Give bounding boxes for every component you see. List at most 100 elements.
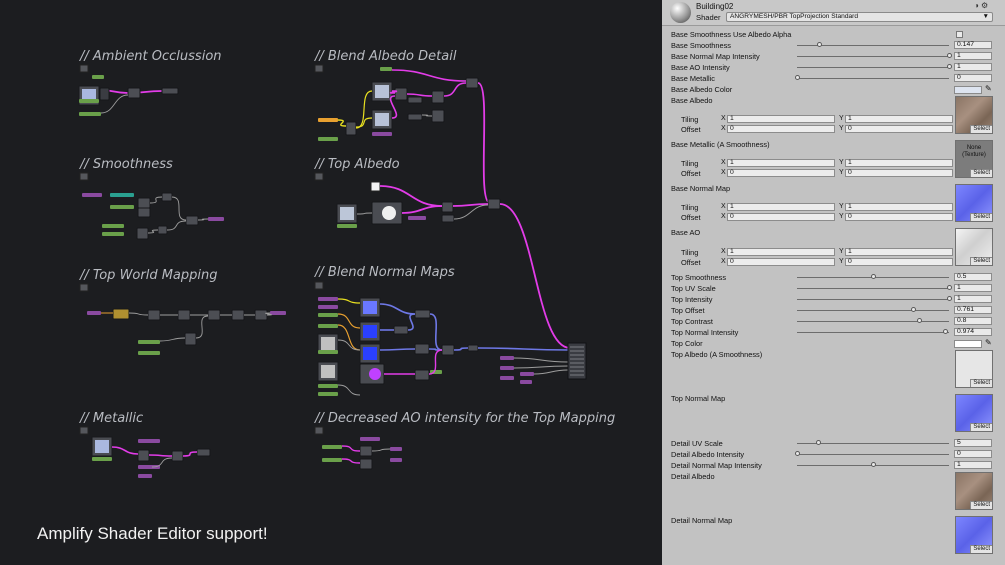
mul-node[interactable] — [254, 309, 268, 321]
master-port[interactable] — [570, 370, 584, 372]
slider-track-top_contrast[interactable] — [797, 321, 949, 322]
base-normal-tiling-y-field[interactable]: 1 — [845, 203, 953, 211]
property-node[interactable] — [520, 380, 532, 384]
property-node[interactable] — [408, 216, 426, 220]
comment-metallic[interactable]: // Metallic — [80, 411, 144, 426]
base-normal-offset-x-field[interactable]: 0 — [727, 213, 835, 221]
texture-slot-base_albedo[interactable]: Select — [955, 96, 993, 134]
slider-track-base_metallic[interactable] — [797, 78, 949, 79]
eyedropper-icon[interactable]: ✎ — [985, 338, 992, 347]
slider-track-top_intensity[interactable] — [797, 299, 949, 300]
comment-toggle-7[interactable] — [314, 426, 324, 435]
output-node[interactable] — [161, 87, 179, 95]
value-field-top_uv_scale[interactable]: 1 — [954, 284, 992, 292]
select-texture-button[interactable]: Select — [970, 213, 992, 221]
property-node[interactable] — [110, 205, 134, 209]
uv-node[interactable] — [318, 118, 338, 122]
comment-blend-albedo-detail[interactable]: // Blend Albedo Detail — [315, 49, 457, 64]
mul-node[interactable] — [137, 449, 150, 462]
property-node[interactable] — [500, 366, 514, 370]
slider-track-base_normal_intensity[interactable] — [797, 56, 949, 57]
property-node[interactable] — [270, 311, 286, 315]
master-output-node[interactable] — [567, 342, 587, 380]
texture-sampler-node-preview[interactable] — [375, 85, 389, 98]
slider-knob-top_smoothness[interactable] — [871, 274, 876, 279]
base-albedo-offset-x-field[interactable]: 0 — [727, 125, 835, 133]
select-texture-button[interactable]: Select — [970, 125, 992, 133]
property-node[interactable] — [322, 458, 342, 462]
lerp-node[interactable] — [137, 197, 151, 209]
top-color-node[interactable] — [370, 181, 381, 192]
slider-knob-detail_normal_intensity[interactable] — [871, 462, 876, 467]
select-texture-button[interactable]: Select — [970, 501, 992, 509]
property-node[interactable] — [92, 75, 104, 79]
node-graph-canvas[interactable]: // Ambient Occlussion // Blend Albedo De… — [0, 0, 662, 565]
property-node[interactable] — [138, 474, 152, 478]
mul-node[interactable] — [407, 96, 423, 104]
base-metallic-tiling-y-field[interactable]: 1 — [845, 159, 953, 167]
mul-node[interactable] — [137, 207, 151, 218]
base-albedo-tiling-x-field[interactable]: 1 — [727, 115, 835, 123]
comment-toggle-0[interactable] — [79, 64, 89, 73]
master-port[interactable] — [570, 354, 584, 356]
base-metallic-offset-x-field[interactable]: 0 — [727, 169, 835, 177]
slider-track-detail_uv_scale[interactable] — [797, 443, 949, 444]
select-texture-button[interactable]: Select — [970, 423, 992, 431]
lerp-node[interactable] — [441, 201, 454, 213]
checkbox-base-smoothness-alpha[interactable] — [956, 31, 963, 38]
property-node[interactable] — [318, 384, 338, 388]
base-normal-offset-y-field[interactable]: 0 — [845, 213, 953, 221]
property-node[interactable] — [79, 99, 99, 103]
comment-smoothness[interactable]: // Smoothness — [80, 157, 173, 172]
world-mapping-preview[interactable] — [382, 206, 396, 220]
property-node[interactable] — [138, 351, 160, 355]
value-field-base_normal_intensity[interactable]: 1 — [954, 52, 992, 60]
lerp-node[interactable] — [487, 198, 501, 210]
texture-sampler-node-preview[interactable] — [363, 301, 377, 314]
lerp-node[interactable] — [359, 458, 373, 470]
mul-node[interactable] — [177, 309, 191, 321]
slider-knob-top_uv_scale[interactable] — [947, 285, 952, 290]
uv-node[interactable] — [112, 308, 130, 320]
comment-ambient-occlussion[interactable]: // Ambient Occlussion — [80, 49, 222, 64]
property-node[interactable] — [380, 67, 392, 71]
select-texture-button[interactable]: Select — [970, 545, 992, 553]
property-node[interactable] — [138, 465, 160, 469]
mul-node[interactable] — [184, 332, 197, 346]
texture-slot-base_normal[interactable]: Select — [955, 184, 993, 222]
comment-toggle-5[interactable] — [314, 281, 324, 290]
mul-node[interactable] — [157, 225, 168, 235]
slider-knob-top_intensity[interactable] — [947, 296, 952, 301]
master-port[interactable] — [570, 366, 584, 368]
property-node[interactable] — [102, 232, 124, 236]
property-node[interactable] — [337, 224, 357, 228]
base-albedo-offset-y-field[interactable]: 0 — [845, 125, 953, 133]
texture-sampler-node-preview[interactable] — [363, 325, 377, 338]
texture-sampler-node-preview[interactable] — [363, 347, 377, 360]
select-texture-button[interactable]: Select — [970, 257, 992, 265]
property-node[interactable] — [208, 217, 224, 221]
property-node[interactable] — [318, 313, 338, 317]
mul-node[interactable] — [359, 445, 373, 457]
normal-preview[interactable] — [369, 368, 381, 380]
property-node[interactable] — [360, 437, 380, 441]
property-node[interactable] — [390, 447, 402, 451]
slider-knob-detail_albedo_intensity[interactable] — [795, 451, 800, 456]
mul-node[interactable] — [407, 113, 423, 121]
comment-toggle-6[interactable] — [79, 426, 89, 435]
property-node[interactable] — [110, 193, 134, 197]
property-node[interactable] — [322, 445, 342, 449]
value-field-top_normal_intensity[interactable]: 0.974 — [954, 328, 992, 336]
comment-toggle-2[interactable] — [79, 172, 89, 181]
property-node[interactable] — [318, 305, 338, 309]
slider-track-base_smoothness[interactable] — [797, 45, 949, 46]
property-node[interactable] — [500, 356, 514, 360]
comment-top-world-mapping[interactable]: // Top World Mapping — [80, 268, 218, 283]
texture-sampler-node-preview[interactable] — [321, 365, 335, 378]
master-port[interactable] — [570, 358, 584, 360]
output-node[interactable] — [196, 448, 211, 457]
master-port[interactable] — [570, 346, 584, 348]
slider-knob-top_offset[interactable] — [910, 307, 916, 312]
slider-knob-base_metallic[interactable] — [795, 75, 800, 80]
base-ao-tiling-y-field[interactable]: 1 — [845, 248, 953, 256]
